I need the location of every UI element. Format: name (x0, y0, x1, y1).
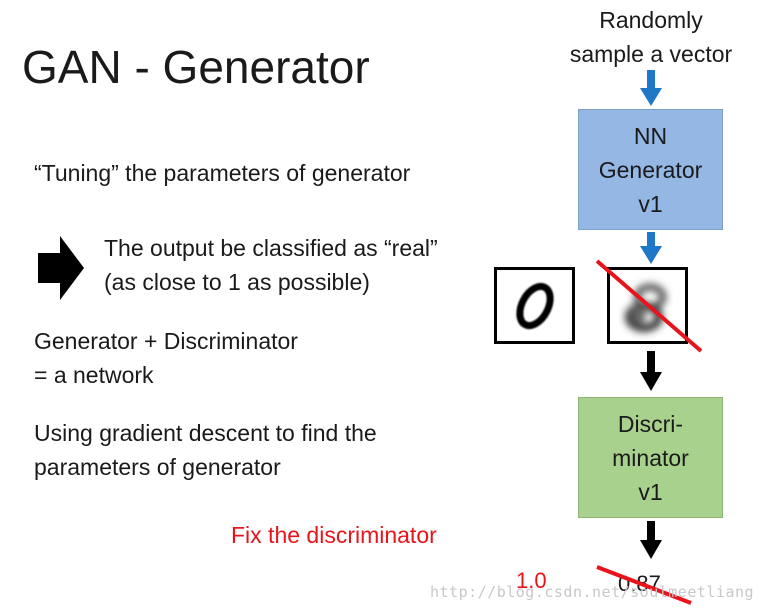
slide-title: GAN - Generator (22, 41, 370, 93)
output-text-line1: The output be classified as “real” (104, 235, 438, 261)
generator-box: NN Generator v1 (578, 109, 723, 230)
gradient-text: Using gradient descent to find the param… (34, 416, 377, 484)
target-score: 1.0 (516, 568, 547, 593)
fix-discriminator-label: Fix the discriminator (231, 522, 437, 548)
gradient-text-line2: parameters of generator (34, 454, 281, 480)
network-text: Generator + Discriminator = a network (34, 324, 298, 392)
generator-output-arrow-icon (640, 232, 662, 264)
generator-label-line2: Generator (598, 156, 703, 183)
generator-label-line1: NN (633, 122, 668, 149)
discriminator-label-line1: Discri- (617, 410, 684, 437)
discriminator-input-arrow-icon (640, 351, 662, 391)
input-arrow-icon (640, 70, 662, 106)
network-text-line2: = a network (34, 362, 154, 388)
generator-label-line3: v1 (638, 190, 663, 217)
random-vector-caption-line1: Randomly (599, 7, 703, 33)
random-vector-caption: Randomly sample a vector (551, 3, 751, 71)
real-digit-image (494, 267, 575, 344)
watermark: http://blog.csdn.net/soulmeetliang (430, 583, 755, 601)
discriminator-box: Discri- minator v1 (578, 397, 723, 518)
gradient-text-line1: Using gradient descent to find the (34, 420, 377, 446)
generated-image-strike-icon (595, 259, 703, 353)
network-text-line1: Generator + Discriminator (34, 328, 298, 354)
score-arrow-icon (640, 521, 662, 559)
score-strike-icon (596, 565, 692, 605)
random-vector-caption-line2: sample a vector (569, 41, 733, 67)
tuning-text: “Tuning” the parameters of generator (34, 160, 411, 186)
output-text: The output be classified as “real” (as c… (104, 231, 438, 299)
discriminator-label-line3: v1 (638, 478, 663, 505)
discriminator-label-line2: minator (612, 444, 689, 471)
output-text-line2: (as close to 1 as possible) (104, 269, 370, 295)
big-arrow-icon (38, 236, 84, 300)
